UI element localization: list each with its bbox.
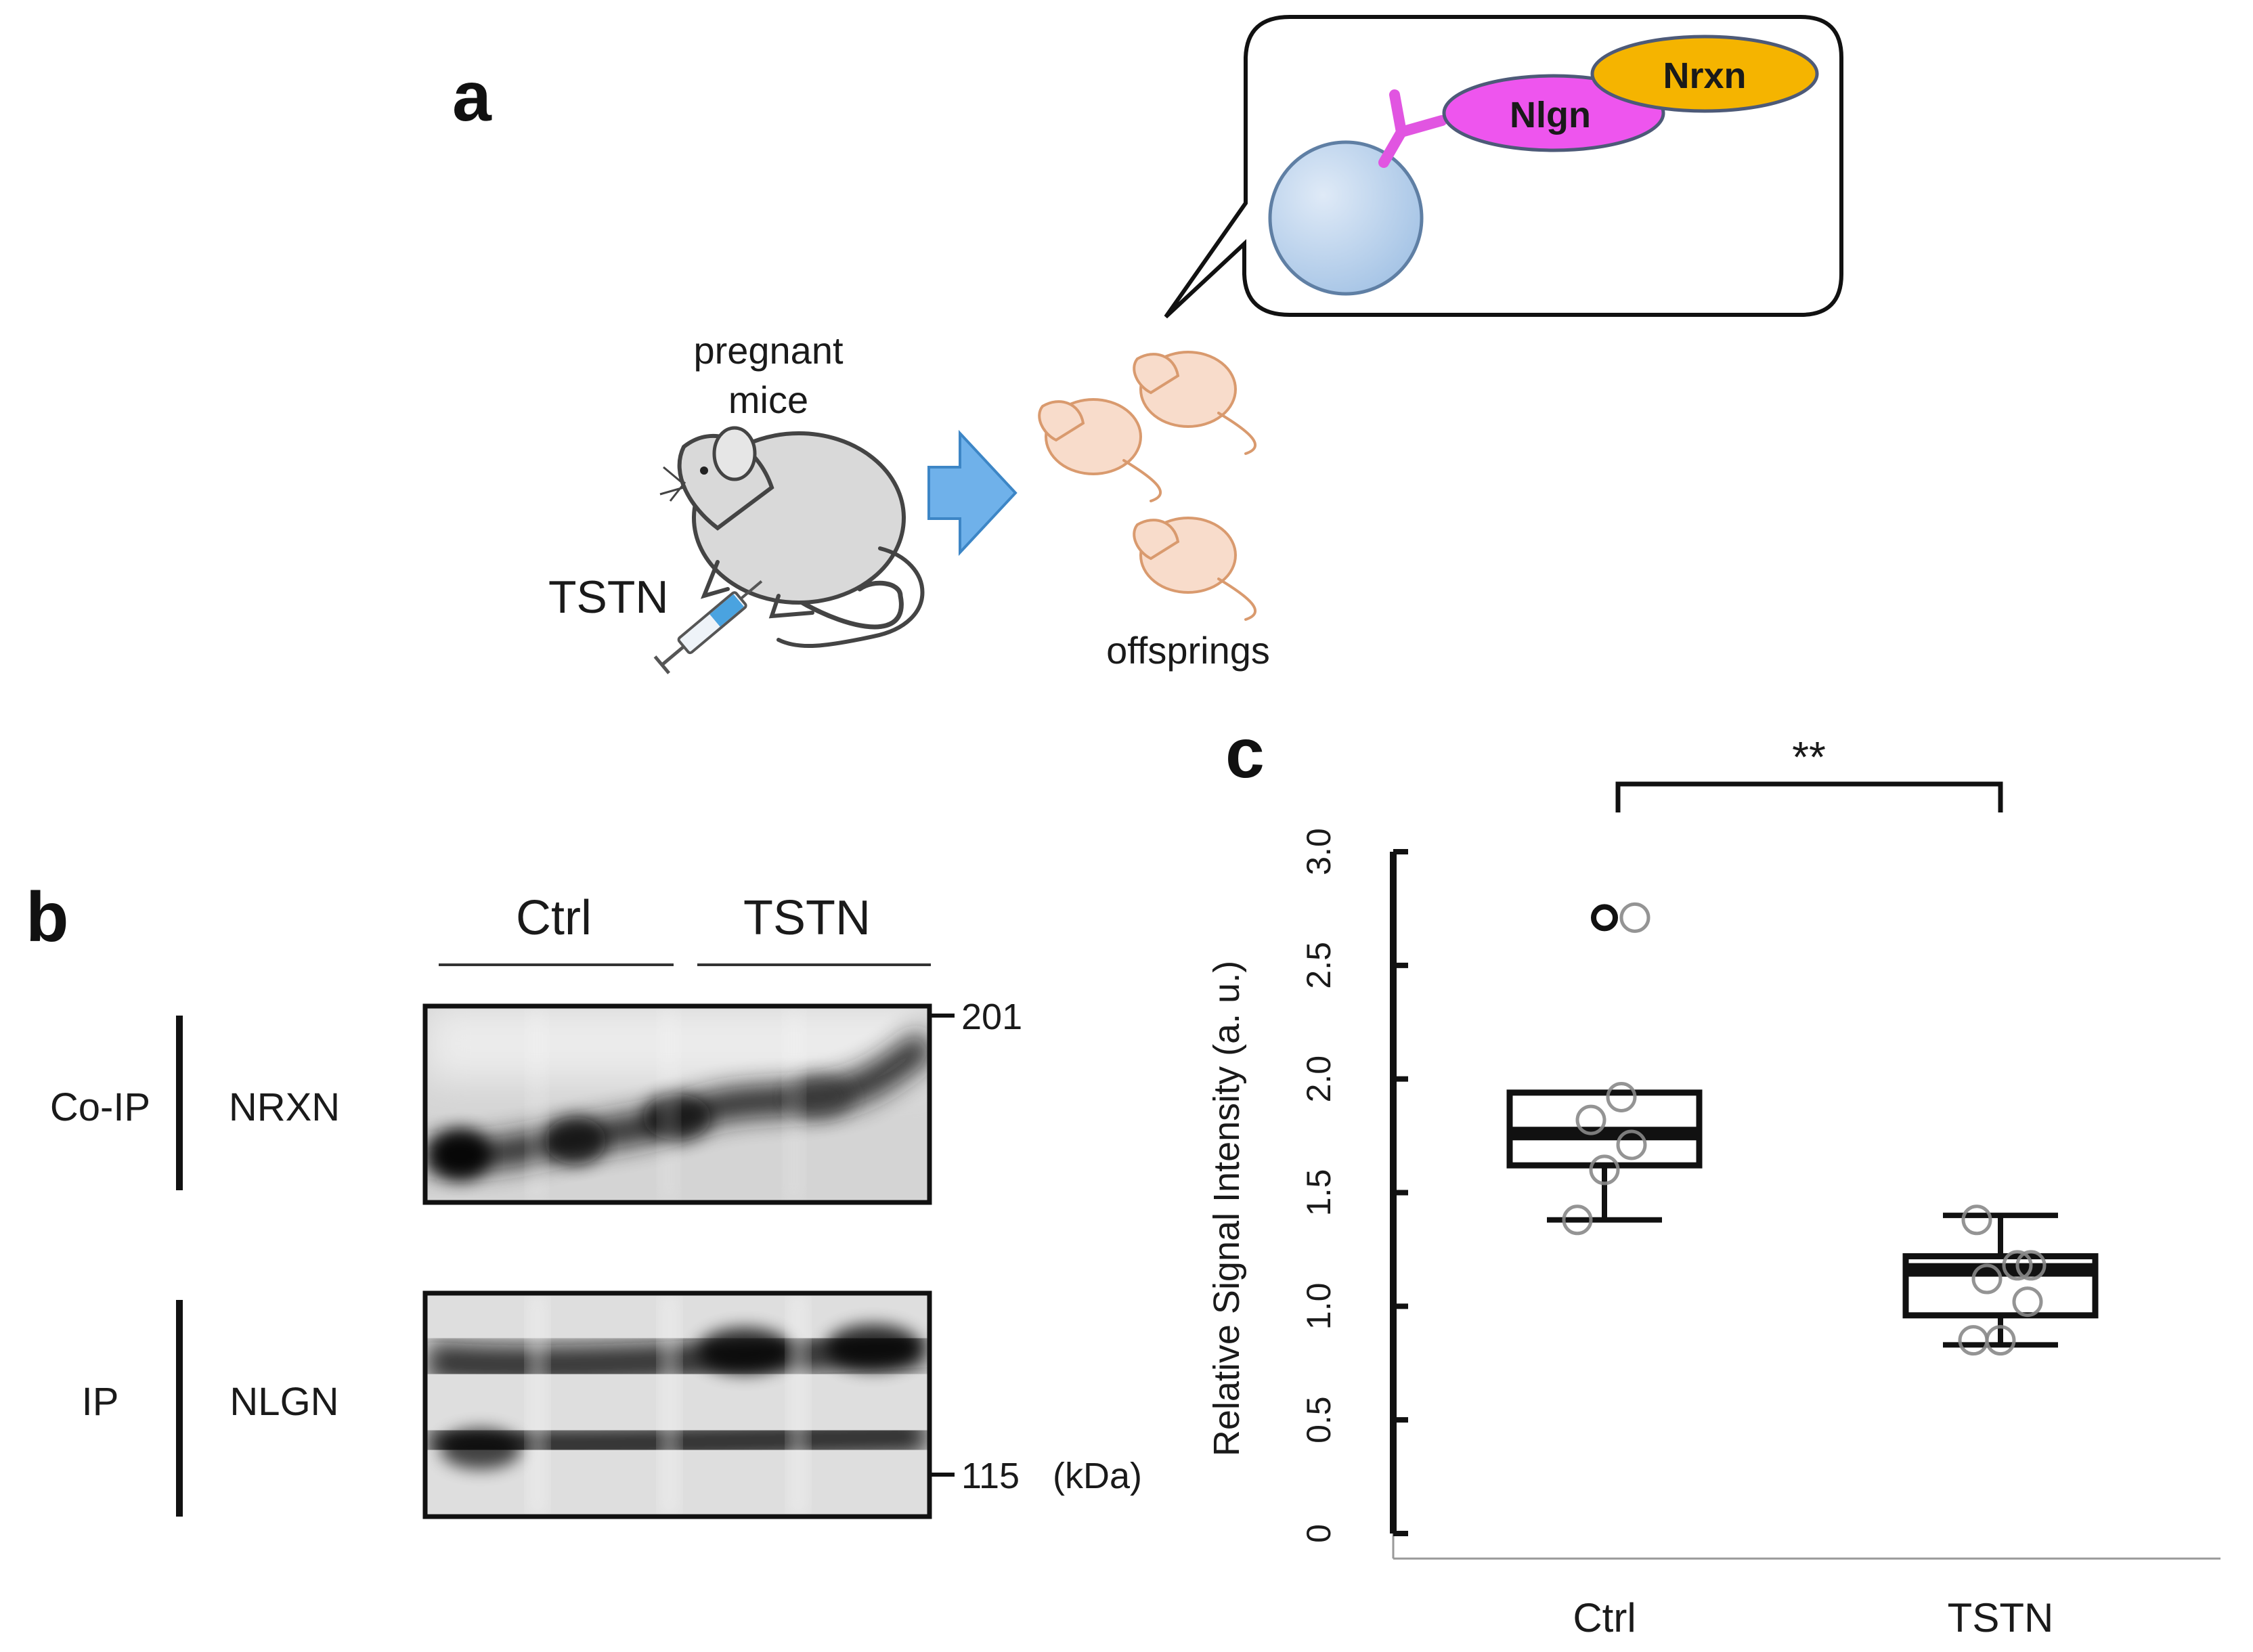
data-point	[1961, 1204, 1992, 1236]
ip-target-label: NLGN	[229, 1380, 338, 1424]
marker-bottom-label: 115	[961, 1456, 1020, 1496]
panel-b: b Ctrl TSTN Co-IP NRXN IP NLGN	[26, 878, 1142, 1519]
data-point	[1619, 902, 1650, 933]
lane-group-tstn: TSTN	[743, 891, 871, 945]
coip-blot	[422, 1003, 932, 1205]
box-ctrl	[1506, 902, 1703, 1236]
offspring-pup-icon	[1038, 398, 1162, 502]
coip-label: Co-IP	[50, 1085, 150, 1129]
pregnant-label: pregnant	[693, 329, 844, 372]
data-point	[1958, 1325, 1989, 1356]
ip-label: IP	[82, 1380, 119, 1424]
box-series	[1506, 902, 2099, 1356]
y-tick-label: 1.0	[1300, 1283, 1338, 1330]
data-point	[1616, 1129, 1647, 1160]
significance-label: **	[1792, 733, 1826, 781]
mice-label: mice	[728, 378, 808, 421]
nlgn-label: Nlgn	[1510, 95, 1591, 135]
coip-target-label: NRXN	[229, 1085, 340, 1129]
marker-top-label: 201	[961, 997, 1022, 1037]
y-tick-label: 0.5	[1300, 1396, 1338, 1443]
panel-b-letter: b	[26, 878, 69, 957]
nlgn-anchor-icon	[1378, 89, 1447, 168]
callout-bubble: Nlgn Nrxn	[1164, 15, 1843, 319]
data-point	[2015, 1250, 2047, 1281]
outlier-point	[1591, 904, 1618, 932]
vesicle	[1268, 140, 1424, 296]
panel-a-letter: a	[452, 58, 492, 136]
box-tstn	[1902, 1204, 2099, 1356]
pregnant-mouse-icon	[659, 426, 925, 649]
offspring-pup-icon	[1133, 351, 1256, 455]
panel-a: a Nlgn Nrxn pregnant mice TSTN offspring…	[452, 15, 1843, 674]
x-tick-tstn: TSTN	[1948, 1595, 2054, 1640]
data-point	[2002, 1250, 2033, 1281]
data-point	[1575, 1104, 1606, 1135]
nrxn-protein	[1590, 35, 1819, 113]
significance-bracket	[1615, 781, 2003, 812]
data-point	[1589, 1154, 1620, 1186]
y-tick-label: 2.5	[1300, 942, 1338, 989]
syringe-icon	[653, 580, 763, 674]
y-tick-label: 2.0	[1300, 1056, 1338, 1103]
marker-unit-label: (kDa)	[1053, 1456, 1142, 1496]
x-tick-ctrl: Ctrl	[1573, 1595, 1636, 1640]
nrxn-label: Nrxn	[1663, 56, 1746, 96]
y-tick-label: 3.0	[1300, 828, 1338, 875]
data-point	[2012, 1286, 2043, 1318]
data-point	[1606, 1082, 1637, 1113]
y-axis-label: Relative Signal Intensity (a. u.)	[1206, 961, 1247, 1456]
data-point	[1562, 1204, 1593, 1236]
data-point	[1985, 1325, 2016, 1356]
offspring-label: offsprings	[1106, 629, 1270, 672]
panel-c: c ** 0 0.5 1.0 1.5 2.0 2.5 3.0 Relative Signal…	[1206, 714, 2221, 1640]
lane-group-ctrl: Ctrl	[516, 891, 592, 945]
panel-c-letter: c	[1225, 714, 1265, 793]
y-tick-label: 1.5	[1300, 1169, 1338, 1217]
offspring-pup-icon	[1133, 517, 1256, 621]
arrow-icon	[927, 429, 1018, 557]
y-ticks: 0 0.5 1.0 1.5 2.0 2.5 3.0	[1300, 828, 1408, 1543]
ip-blot	[422, 1290, 932, 1519]
data-point	[1971, 1263, 2003, 1295]
treatment-label: TSTN	[548, 571, 669, 623]
y-tick-label: 0	[1300, 1524, 1338, 1543]
